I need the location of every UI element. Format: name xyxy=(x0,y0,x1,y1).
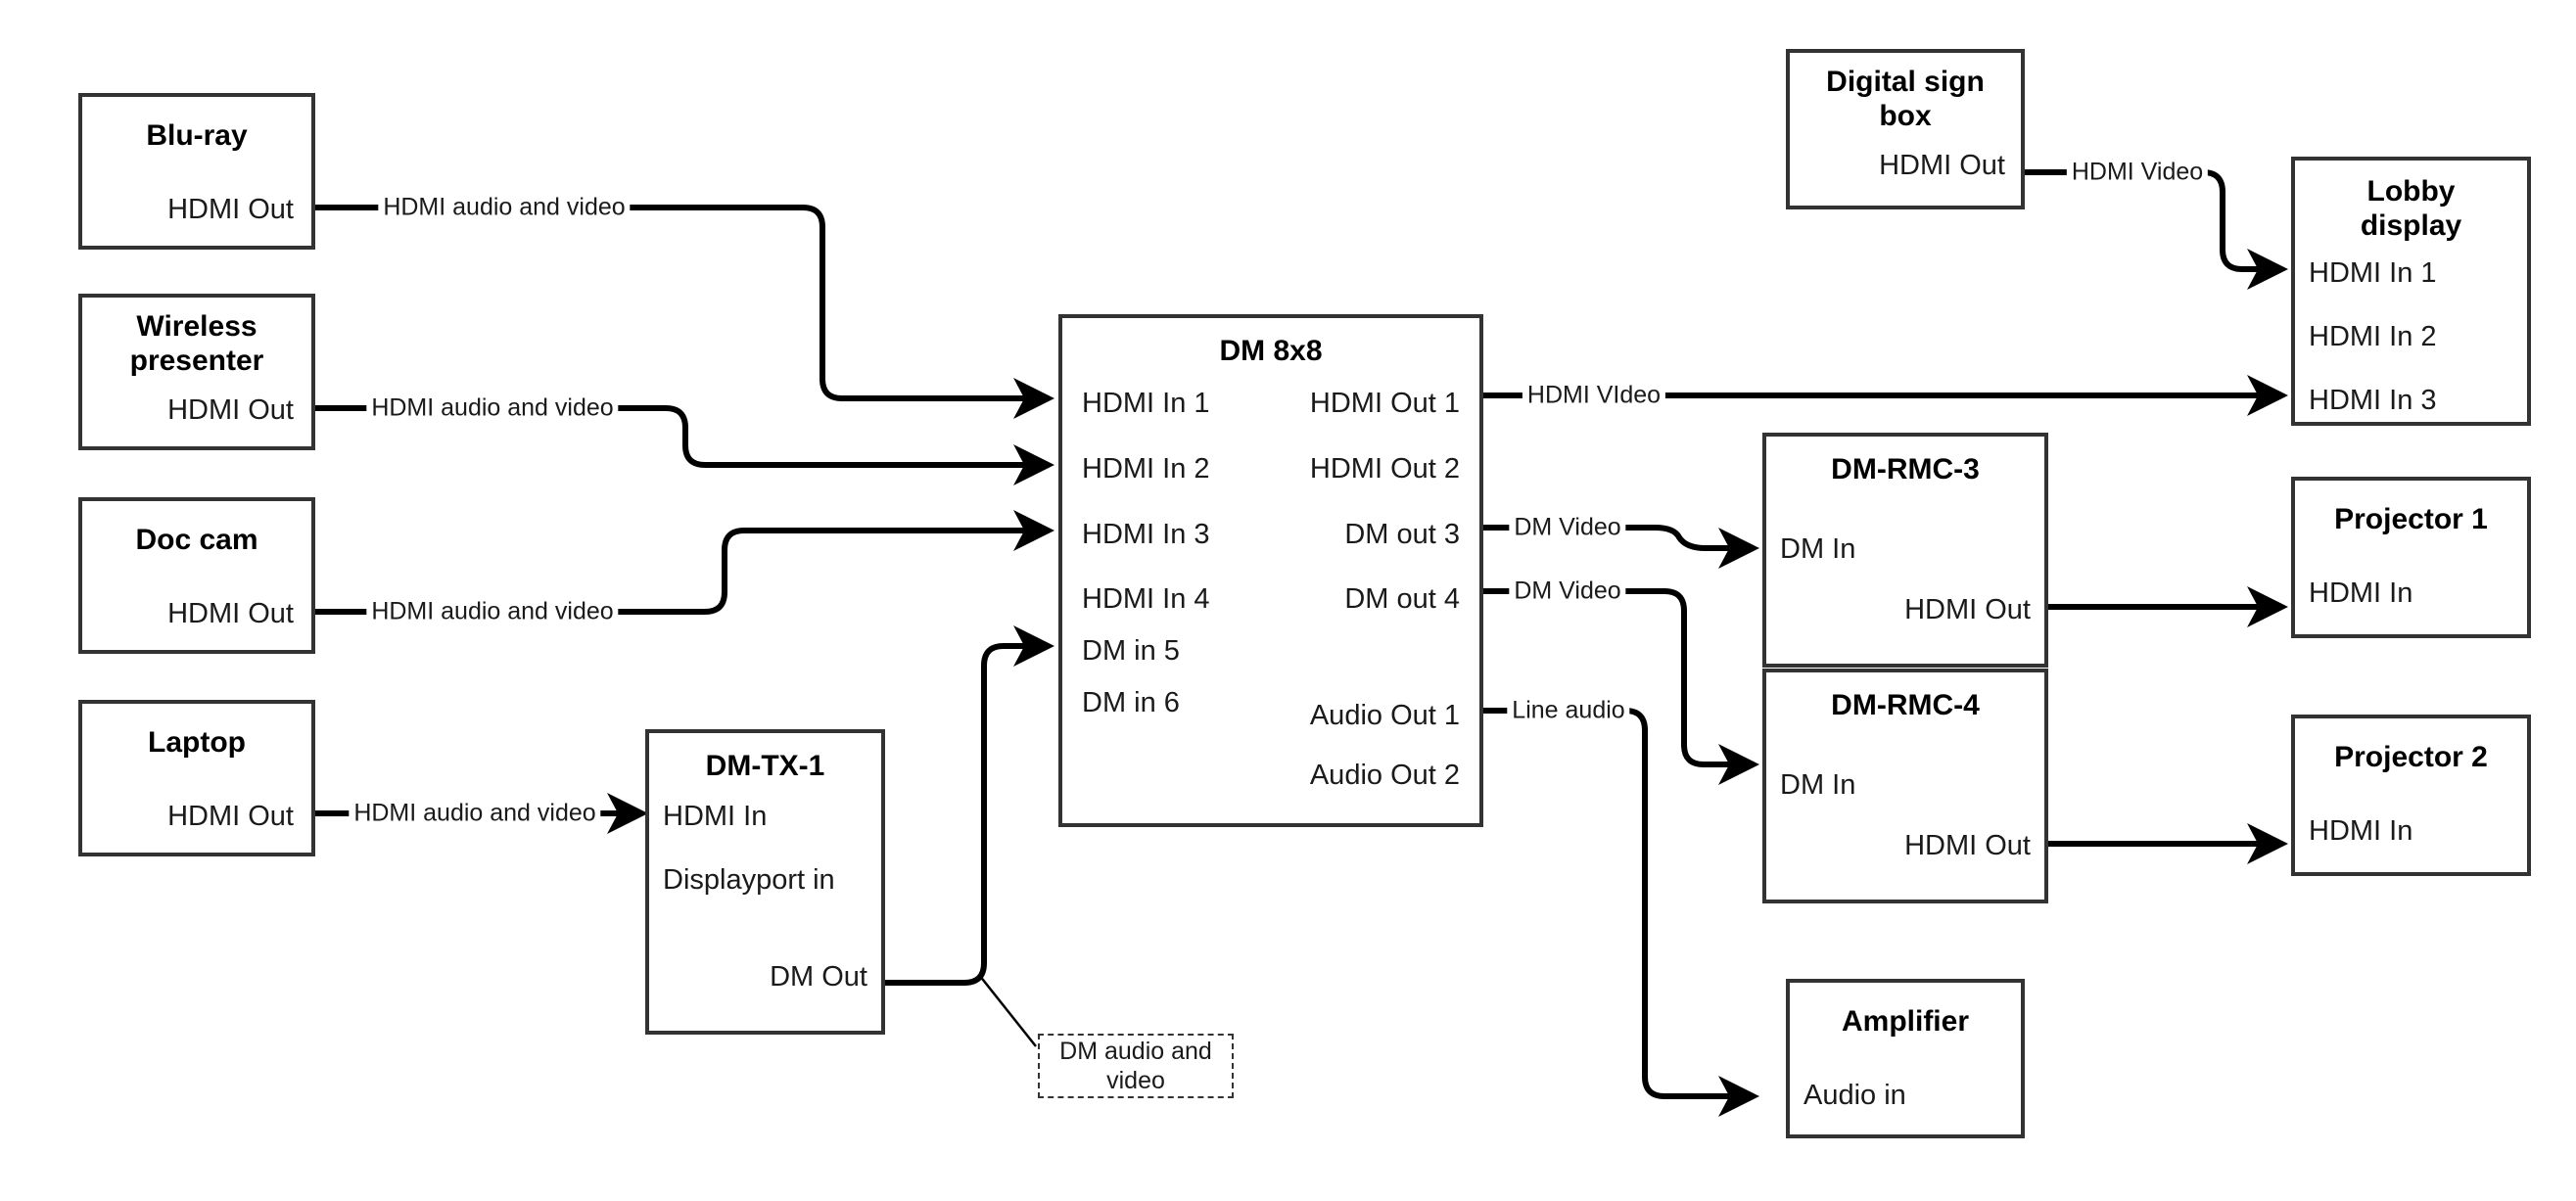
edge-label-laptop: HDMI audio and video xyxy=(349,801,601,826)
annotation-text-line1: DM audio and xyxy=(1059,1038,1212,1065)
node-projector-1[interactable]: Projector 1 HDMI In xyxy=(2291,477,2531,638)
node-title-amplifier: Amplifier xyxy=(1841,1005,1970,1038)
annotation-text-line2: video xyxy=(1106,1067,1165,1094)
port-dm-rmc-4-hdmi-out[interactable]: HDMI Out xyxy=(1904,830,2031,861)
port-doc-cam-hdmi-out[interactable]: HDMI Out xyxy=(167,598,294,629)
port-digital-sign-box-hdmi-out[interactable]: HDMI Out xyxy=(1879,150,2005,181)
node-title-lobby-display-line1: Lobby xyxy=(2366,175,2456,208)
annotation-dm-audio-and-video: DM audio and video xyxy=(1038,1034,1234,1098)
wire-dmtx1-to-dm-in-5 xyxy=(885,625,1054,986)
port-dm-8x8-hdmi-in-2[interactable]: HDMI In 2 xyxy=(1082,453,1210,485)
node-title-doc-cam: Doc cam xyxy=(135,524,258,556)
node-title-laptop: Laptop xyxy=(148,726,246,759)
node-title-lobby-display-line2: display xyxy=(2360,209,2462,243)
wire-audio-out-1-to-amplifier xyxy=(1483,708,1759,1117)
node-title-wireless-presenter-line1: Wireless xyxy=(136,310,258,343)
port-dm-rmc-4-dm-in[interactable]: DM In xyxy=(1780,769,1856,801)
node-title-projector-2: Projector 2 xyxy=(2334,741,2488,773)
port-dm-8x8-dm-out-4[interactable]: DM out 4 xyxy=(1344,583,1460,615)
port-dm-8x8-audio-out-1[interactable]: Audio Out 1 xyxy=(1309,700,1460,731)
port-dm-8x8-dm-out-3[interactable]: DM out 3 xyxy=(1344,519,1460,550)
node-title-dm-rmc-3: DM-RMC-3 xyxy=(1831,453,1980,485)
edge-label-dm-out-3: DM Video xyxy=(1509,515,1626,540)
port-dm-8x8-hdmi-in-4[interactable]: HDMI In 4 xyxy=(1082,583,1210,615)
port-dm-tx-1-hdmi-in[interactable]: HDMI In xyxy=(663,801,768,832)
port-laptop-hdmi-out[interactable]: HDMI Out xyxy=(167,801,294,832)
node-amplifier[interactable]: Amplifier Audio in xyxy=(1786,979,2025,1138)
port-projector-2-hdmi-in[interactable]: HDMI In xyxy=(2309,815,2413,847)
port-dm-rmc-3-hdmi-out[interactable]: HDMI Out xyxy=(1904,594,2031,625)
wire-dm-out-4-to-rmc4 xyxy=(1483,588,1759,785)
edge-label-audio-out-1: Line audio xyxy=(1507,698,1630,723)
node-lobby-display[interactable]: Lobby display HDMI In 1 HDMI In 2 HDMI I… xyxy=(2291,157,2531,426)
node-title-dm-tx-1: DM-TX-1 xyxy=(705,750,825,782)
port-blu-ray-hdmi-out[interactable]: HDMI Out xyxy=(167,194,294,225)
node-title-dm-8x8: DM 8x8 xyxy=(1219,335,1323,367)
edge-label-dm-out-4: DM Video xyxy=(1509,578,1626,604)
port-dm-rmc-3-dm-in[interactable]: DM In xyxy=(1780,533,1856,565)
wire-signbox-to-lobby-in-1 xyxy=(2025,169,2288,290)
port-dm-8x8-audio-out-2[interactable]: Audio Out 2 xyxy=(1309,760,1460,791)
node-dm-tx-1[interactable]: DM-TX-1 HDMI In Displayport in DM Out xyxy=(645,729,885,1035)
port-amplifier-audio-in[interactable]: Audio in xyxy=(1803,1080,1906,1111)
node-wireless-presenter[interactable]: Wireless presenter HDMI Out xyxy=(78,294,315,450)
port-lobby-display-hdmi-in-3[interactable]: HDMI In 3 xyxy=(2309,385,2437,416)
edge-label-signbox: HDMI Video xyxy=(2066,160,2209,185)
node-title-wireless-presenter-line2: presenter xyxy=(129,345,264,378)
port-wireless-presenter-hdmi-out[interactable]: HDMI Out xyxy=(167,394,294,426)
edge-label-wireless: HDMI audio and video xyxy=(366,395,619,421)
port-lobby-display-hdmi-in-2[interactable]: HDMI In 2 xyxy=(2309,321,2437,352)
port-dm-8x8-dm-in-5[interactable]: DM in 5 xyxy=(1082,635,1180,667)
node-doc-cam[interactable]: Doc cam HDMI Out xyxy=(78,497,315,654)
node-dm-rmc-3[interactable]: DM-RMC-3 DM In HDMI Out xyxy=(1762,433,2048,668)
node-blu-ray[interactable]: Blu-ray HDMI Out xyxy=(78,93,315,250)
node-title-dm-rmc-4: DM-RMC-4 xyxy=(1831,689,1980,721)
node-digital-sign-box[interactable]: Digital sign box HDMI Out xyxy=(1786,49,2025,209)
node-title-projector-1: Projector 1 xyxy=(2334,503,2488,535)
port-dm-8x8-hdmi-out-2[interactable]: HDMI Out 2 xyxy=(1309,453,1460,485)
wire-note-leader xyxy=(978,974,1037,1047)
node-dm-8x8[interactable]: DM 8x8 HDMI In 1 HDMI In 2 HDMI In 3 HDM… xyxy=(1058,314,1483,827)
port-dm-8x8-hdmi-in-3[interactable]: HDMI In 3 xyxy=(1082,519,1210,550)
node-title-digital-sign-box-line2: box xyxy=(1879,100,1932,133)
node-title-blu-ray: Blu-ray xyxy=(146,119,248,152)
port-lobby-display-hdmi-in-1[interactable]: HDMI In 1 xyxy=(2309,257,2437,289)
port-dm-tx-1-displayport-in[interactable]: Displayport in xyxy=(663,864,835,896)
wire-bluray-to-hdmi-in-1 xyxy=(315,205,1054,419)
port-dm-8x8-hdmi-out-1[interactable]: HDMI Out 1 xyxy=(1309,388,1460,419)
port-dm-8x8-dm-in-6[interactable]: DM in 6 xyxy=(1082,687,1180,718)
edge-label-bluray: HDMI audio and video xyxy=(378,195,631,220)
node-dm-rmc-4[interactable]: DM-RMC-4 DM In HDMI Out xyxy=(1762,669,2048,903)
edge-label-hdmi-out-1: HDMI VIdeo xyxy=(1522,383,1666,408)
node-laptop[interactable]: Laptop HDMI Out xyxy=(78,700,315,856)
node-projector-2[interactable]: Projector 2 HDMI In xyxy=(2291,715,2531,876)
port-projector-1-hdmi-in[interactable]: HDMI In xyxy=(2309,577,2413,609)
port-dm-tx-1-dm-out[interactable]: DM Out xyxy=(770,961,867,993)
edge-label-doccam: HDMI audio and video xyxy=(366,599,619,624)
port-dm-8x8-hdmi-in-1[interactable]: HDMI In 1 xyxy=(1082,388,1210,419)
node-title-digital-sign-box-line1: Digital sign xyxy=(1826,66,1985,98)
